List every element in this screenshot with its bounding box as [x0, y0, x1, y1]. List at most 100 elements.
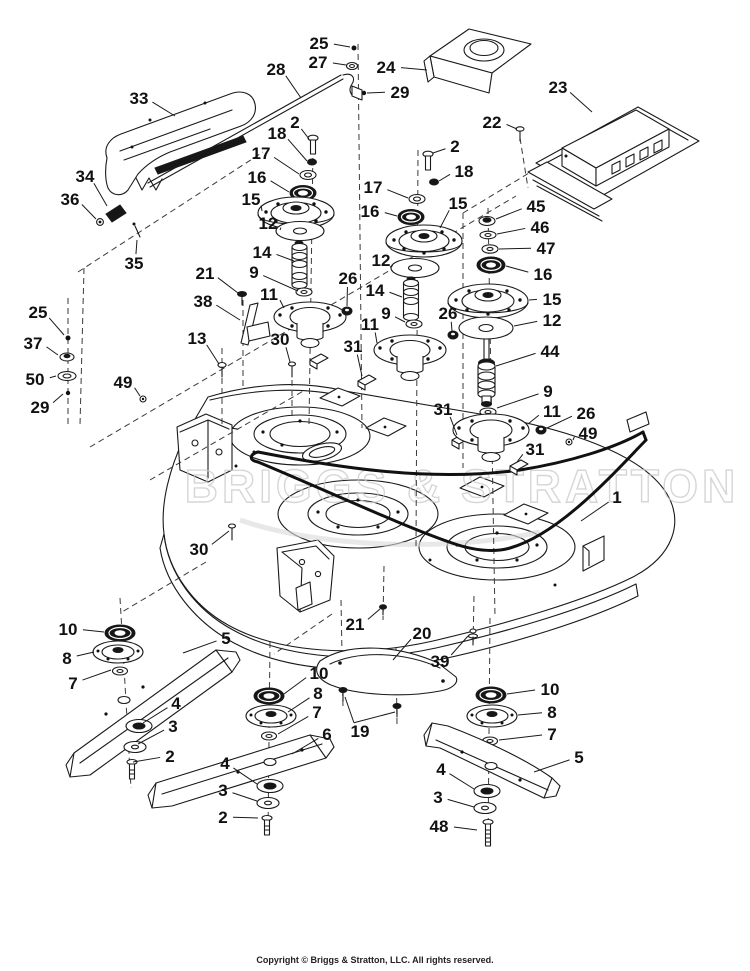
pulley-15-middle: [385, 224, 463, 258]
pulley-15-right: [447, 283, 529, 319]
callout-11: 11: [543, 402, 561, 421]
spindle-shaft-14-middle: [402, 276, 420, 322]
bolt-2-middle: [261, 814, 273, 836]
deck-front-bracket: [276, 539, 335, 613]
callout-7: 7: [68, 674, 77, 693]
callout-49: 49: [579, 424, 598, 443]
leader-line: [182, 640, 217, 654]
callout-19: 19: [351, 722, 370, 741]
leader-line: [450, 321, 453, 332]
callout-28: 28: [267, 60, 286, 79]
callout-22: 22: [483, 113, 502, 132]
leader-line: [211, 530, 230, 545]
leader-line: [546, 415, 573, 429]
callout-50: 50: [26, 370, 45, 389]
callout-3: 3: [168, 717, 177, 736]
leader-line: [232, 816, 259, 819]
callout-3: 3: [433, 788, 442, 807]
callout-2: 2: [450, 137, 459, 156]
callout-35: 35: [125, 254, 144, 273]
leader-line: [439, 210, 450, 229]
leader-line: [438, 173, 451, 182]
leader-line: [513, 320, 538, 327]
callout-39: 39: [431, 652, 450, 671]
baffle-20: [316, 647, 458, 696]
leader-line: [533, 759, 570, 773]
callout-7: 7: [312, 703, 321, 722]
leader-line: [506, 689, 536, 695]
callout-4: 4: [220, 754, 230, 773]
leader-line: [285, 75, 302, 99]
callout-29: 29: [391, 83, 410, 102]
blade-6-middle: [147, 734, 335, 809]
leader-line: [572, 436, 575, 441]
spindle-assembly-middle: [373, 150, 463, 382]
callout-9: 9: [249, 263, 258, 282]
blade-5-right: [423, 722, 561, 799]
leader-line: [291, 738, 319, 755]
deflector-chute-33: [105, 91, 256, 196]
callout-30: 30: [271, 330, 290, 349]
leader-line: [498, 734, 543, 741]
spindle-housing-11-right: [452, 413, 530, 463]
leader-line: [505, 265, 529, 273]
leader-line: [82, 629, 105, 633]
callout-16: 16: [534, 265, 553, 284]
belt-cover-23: [527, 106, 700, 222]
callout-31: 31: [526, 440, 545, 459]
callout-46: 46: [531, 218, 550, 237]
leader-line: [276, 253, 295, 262]
callout-15: 15: [543, 290, 562, 309]
callout-15: 15: [242, 190, 261, 209]
callout-18: 18: [455, 162, 474, 181]
leader-line: [449, 773, 475, 790]
callout-5: 5: [574, 748, 583, 767]
callout-10: 10: [310, 664, 329, 683]
callout-4: 4: [436, 760, 446, 779]
leader-line: [389, 265, 394, 268]
leader-line: [233, 767, 258, 785]
callout-11: 11: [361, 315, 379, 334]
fastener-29: [361, 90, 367, 96]
leader-line: [517, 712, 543, 716]
callout-44: 44: [541, 342, 560, 361]
callout-29: 29: [31, 398, 50, 417]
leader-line: [384, 212, 398, 217]
callout-12: 12: [543, 311, 562, 330]
leader-line: [48, 317, 65, 336]
leader-line: [279, 299, 285, 309]
leader-line: [49, 375, 57, 379]
hub-8-middle: [245, 704, 297, 728]
callout-17: 17: [252, 144, 271, 163]
callout-4: 4: [171, 694, 181, 713]
leader-line: [387, 189, 409, 199]
leader-line: [216, 304, 241, 321]
leader-line: [496, 227, 526, 235]
bolt-48: [482, 818, 494, 847]
leader-line: [152, 101, 176, 117]
leader-line: [277, 715, 309, 735]
callout-14: 14: [366, 281, 385, 300]
callout-16: 16: [248, 168, 267, 187]
callout-3: 3: [218, 781, 227, 800]
leader-line: [217, 277, 239, 294]
callout-10: 10: [541, 680, 560, 699]
leader-line: [394, 316, 406, 323]
leader-line: [580, 501, 609, 522]
spindle-shaft-44: [477, 338, 496, 407]
leader-line: [270, 180, 290, 193]
blade-assembly-left: [65, 624, 241, 780]
callout-2: 2: [290, 113, 299, 132]
leader-line: [527, 414, 540, 425]
callout-16: 16: [361, 202, 380, 221]
leader-line: [392, 638, 412, 661]
callout-36: 36: [61, 190, 80, 209]
leader-line: [400, 67, 428, 71]
leader-line: [495, 352, 536, 367]
callout-45: 45: [527, 197, 546, 216]
leader-line: [300, 128, 310, 140]
hardware-left-column: [57, 335, 77, 396]
leader-line: [206, 344, 220, 365]
callout-11: 11: [260, 285, 278, 304]
fastener-39: [467, 628, 479, 646]
